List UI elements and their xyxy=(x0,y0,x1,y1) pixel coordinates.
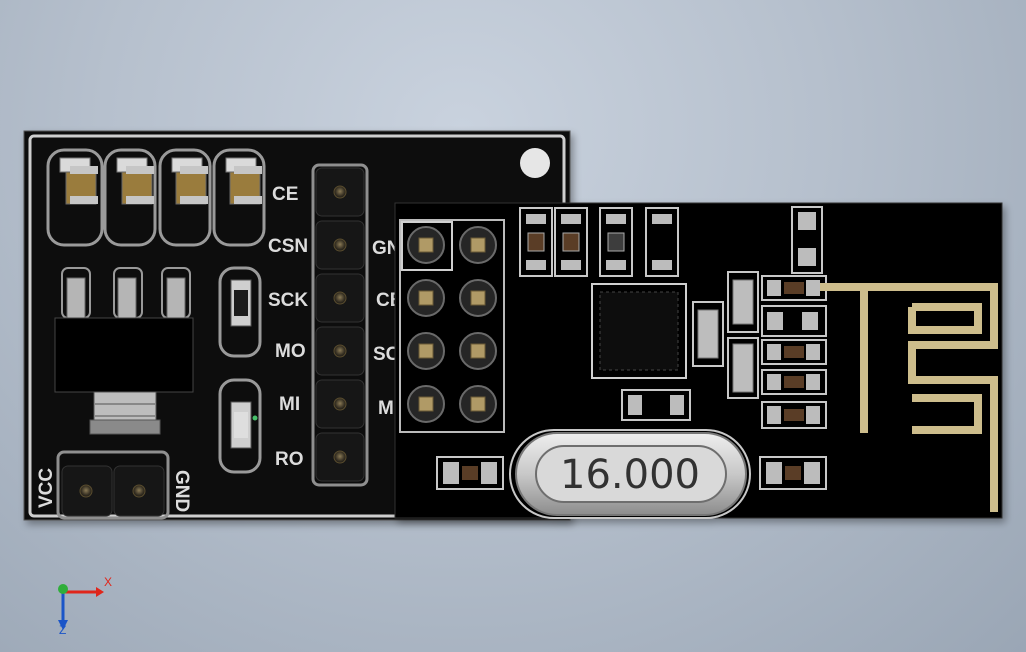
pin-label-ce: CE xyxy=(272,184,298,205)
capacitor xyxy=(46,148,104,247)
pcb-antenna xyxy=(820,283,998,512)
header-pin xyxy=(407,226,445,264)
smd-resistor xyxy=(218,266,262,358)
nrf24-chip xyxy=(591,283,687,379)
side-label-sck: SC xyxy=(373,344,400,365)
voltage-regulator xyxy=(54,267,194,435)
smd-resistor xyxy=(218,378,262,474)
crystal-oscillator: 16.000 xyxy=(509,429,751,519)
pin-label-sck: SCK xyxy=(268,290,308,311)
smd-capacitor xyxy=(599,207,633,277)
header-pin xyxy=(315,432,365,482)
z-axis-label: Z xyxy=(59,623,66,637)
header-pin xyxy=(315,167,365,217)
x-axis-arrow xyxy=(96,587,104,597)
rf-matching-network xyxy=(761,206,827,429)
capacitor xyxy=(158,148,212,247)
axis-triad: X Z xyxy=(58,575,112,637)
pin-header-2x4 xyxy=(399,219,505,433)
power-header: VCC GND xyxy=(36,450,192,520)
header-pin xyxy=(407,385,445,423)
smd-resistor xyxy=(519,207,553,277)
header-pin xyxy=(459,385,497,423)
header-pin xyxy=(61,465,113,517)
pin-label-ro: RO xyxy=(275,449,304,470)
pin-label-mi: MI xyxy=(279,394,300,415)
header-pin xyxy=(407,332,445,370)
capacitor xyxy=(212,148,266,247)
smd-capacitor xyxy=(645,207,679,277)
rf-module[interactable]: 16.000 xyxy=(394,202,1003,519)
pin-label-mo: MO xyxy=(275,341,306,362)
smd-capacitor xyxy=(727,271,759,333)
z-axis-arrow xyxy=(58,620,68,630)
header-pin xyxy=(459,279,497,317)
capacitor xyxy=(103,148,157,247)
power-label-gnd: GND xyxy=(171,470,192,512)
header-pin xyxy=(459,332,497,370)
header-pin xyxy=(315,379,365,429)
power-label-vcc: VCC xyxy=(36,468,57,508)
header-pin xyxy=(315,326,365,376)
header-pin xyxy=(315,273,365,323)
mounting-hole xyxy=(520,148,550,178)
pin-labels: CE CSN SCK MO MI RO xyxy=(268,184,308,470)
x-axis-label: X xyxy=(104,575,112,589)
smd-resistor xyxy=(554,207,588,277)
capacitor-row xyxy=(46,148,266,247)
pin-header-6 xyxy=(311,163,369,487)
header-pin xyxy=(315,220,365,270)
side-label-m: M xyxy=(378,398,394,419)
smd-capacitor xyxy=(759,456,827,490)
header-pin xyxy=(407,279,445,317)
smd-resistor xyxy=(621,389,691,421)
header-pin xyxy=(459,226,497,264)
smd-capacitor xyxy=(727,337,759,399)
header-pin xyxy=(113,465,165,517)
smd-inductor xyxy=(692,301,724,367)
smd-capacitor xyxy=(436,456,504,490)
pin-label-csn: CSN xyxy=(268,236,308,257)
y-axis-dot xyxy=(58,584,68,594)
crystal-frequency-label: 16.000 xyxy=(560,452,700,498)
side-label-gnd: GN xyxy=(372,238,401,259)
